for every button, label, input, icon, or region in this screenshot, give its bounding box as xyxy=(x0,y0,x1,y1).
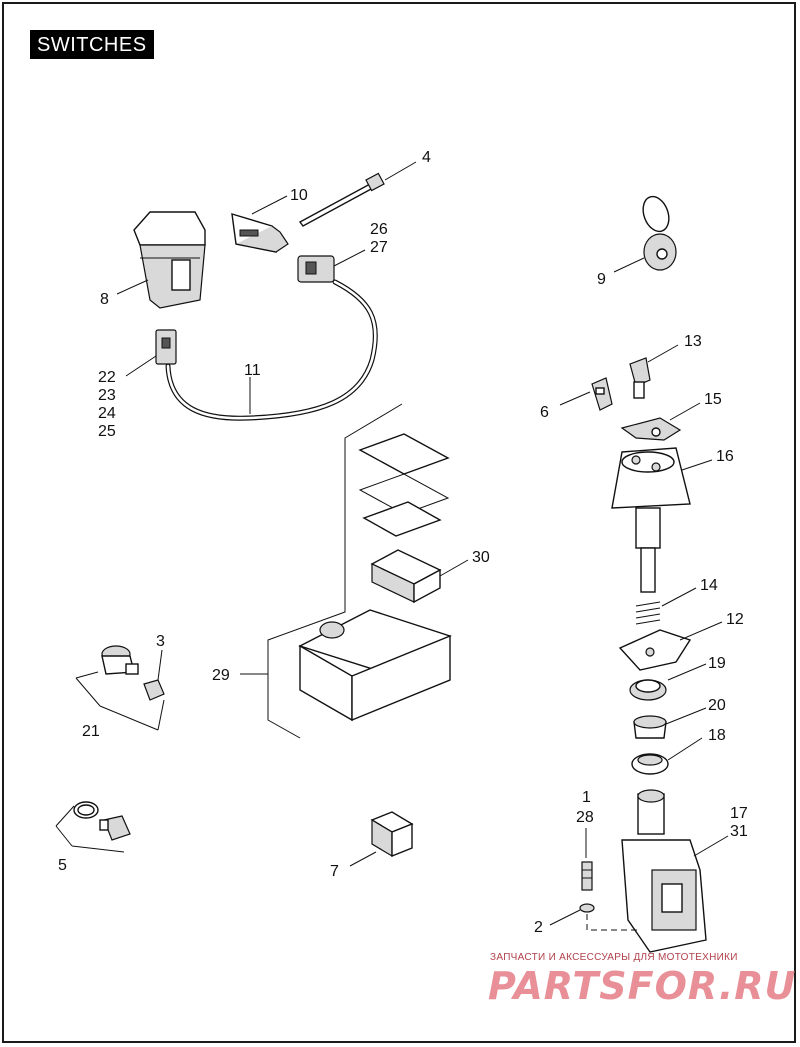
callout-15: 15 xyxy=(704,391,722,408)
callout-11: 11 xyxy=(244,362,261,379)
callout-30: 30 xyxy=(472,549,490,566)
part-3-cap xyxy=(143,679,165,701)
part-7-relay xyxy=(370,811,414,858)
callout-24: 24 xyxy=(98,405,116,422)
callout-4: 4 xyxy=(422,149,431,166)
part-16-switch-knob xyxy=(611,447,691,593)
part-1-screw xyxy=(581,861,593,891)
callout-6: 6 xyxy=(540,404,549,421)
callout-12: 12 xyxy=(726,611,744,628)
part-17-ignition-switch xyxy=(621,789,707,953)
callout-25: 25 xyxy=(98,423,116,440)
callout-14: 14 xyxy=(700,577,718,594)
callout-23: 23 xyxy=(98,387,116,404)
callout-17: 17 xyxy=(730,805,748,822)
part-20-collar xyxy=(633,715,667,739)
callout-27: 27 xyxy=(370,239,388,256)
callout-2: 2 xyxy=(534,919,543,936)
callout-5: 5 xyxy=(58,857,67,874)
page-title: SWITCHES xyxy=(30,30,154,59)
part-10-connector xyxy=(231,213,289,253)
part-4-cable-tie xyxy=(298,172,385,227)
part-26-connector xyxy=(297,255,335,283)
part-18-ring xyxy=(631,753,669,775)
callout-31: 31 xyxy=(730,823,748,840)
part-6-key xyxy=(591,377,613,411)
part-29-battery-box xyxy=(298,433,452,722)
callout-9: 9 xyxy=(597,271,606,288)
callout-7: 7 xyxy=(330,863,339,880)
callout-29: 29 xyxy=(212,667,230,684)
part-5-sensor xyxy=(73,801,131,841)
part-14-spring xyxy=(635,601,661,625)
part-13-key xyxy=(629,357,651,399)
watermark-logo: PARTSFOR.RU xyxy=(488,964,797,1008)
part-9-key-fob xyxy=(642,195,677,271)
callout-13: 13 xyxy=(684,333,702,350)
part-8-siren-module xyxy=(133,211,206,309)
callout-8: 8 xyxy=(100,291,109,308)
part-22-connector xyxy=(155,329,177,365)
callout-22: 22 xyxy=(98,369,116,386)
callout-10: 10 xyxy=(290,187,308,204)
part-30-battery xyxy=(370,549,442,604)
callout-20: 20 xyxy=(708,697,726,714)
callout-18: 18 xyxy=(708,727,726,744)
callout-19: 19 xyxy=(708,655,726,672)
part-15-plate xyxy=(620,417,682,441)
part-12-plate xyxy=(618,629,692,671)
leader-lines xyxy=(55,161,729,926)
callout-21: 21 xyxy=(82,723,100,740)
part-21-pressure-switch xyxy=(101,645,139,675)
callout-3: 3 xyxy=(156,633,165,650)
callout-28: 28 xyxy=(576,809,594,826)
part-2-washer xyxy=(579,903,595,913)
part-19-ring xyxy=(629,679,667,701)
callout-1: 1 xyxy=(582,789,591,806)
watermark-tagline: ЗАПЧАСТИ И АКСЕССУАРЫ ДЛЯ МОТОТЕХНИКИ xyxy=(490,952,738,963)
callout-26: 26 xyxy=(370,221,388,238)
callout-16: 16 xyxy=(716,448,734,465)
